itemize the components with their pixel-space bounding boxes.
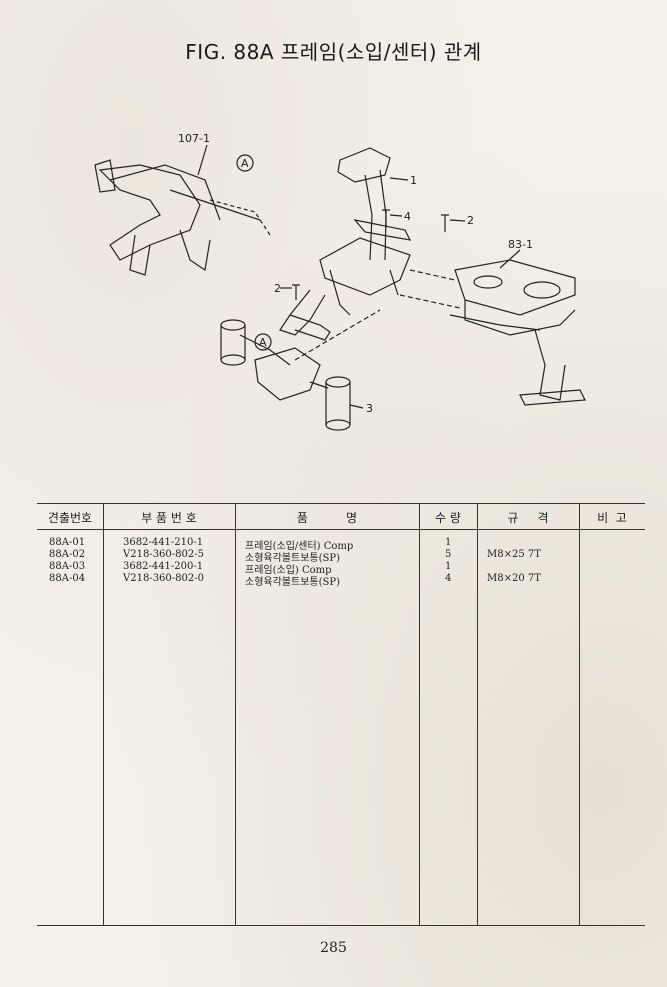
cell-part-no: 3682-441-200-1 bbox=[123, 561, 204, 572]
cell-name: 프레임(소입/센터) Comp bbox=[245, 541, 354, 552]
cell-qty: 4 bbox=[445, 573, 452, 584]
callout-1: 1 bbox=[410, 174, 417, 187]
page-number: 285 bbox=[320, 940, 347, 956]
cell-ref: 88A-02 bbox=[49, 549, 86, 560]
cell-spec: M8×25 7T bbox=[487, 549, 541, 560]
cell-name: 프레임(소입) Comp bbox=[245, 565, 332, 576]
cell-name: 소형육각볼트보통(SP) bbox=[245, 577, 340, 588]
table-bottom-rule bbox=[37, 925, 645, 926]
bolts bbox=[292, 209, 449, 300]
header-part-no: 부 품 번 호 bbox=[141, 511, 197, 525]
col-divider bbox=[103, 503, 104, 925]
callout-83-1: 83-1 bbox=[508, 238, 533, 251]
callout-2-right: 2 bbox=[467, 214, 474, 227]
cell-ref: 88A-04 bbox=[49, 573, 86, 584]
table-row: 88A-04 V218-360-802-0 소형육각볼트보통(SP) 4 M8×… bbox=[37, 573, 645, 588]
col-divider bbox=[235, 503, 236, 925]
header-name: 품 명 bbox=[296, 511, 358, 525]
cell-qty: 1 bbox=[445, 537, 452, 548]
cell-part-no: 3682-441-210-1 bbox=[123, 537, 204, 548]
center-frame-1 bbox=[279, 147, 412, 341]
cell-name: 소형육각볼트보통(SP) bbox=[245, 553, 340, 564]
header-remark: 비 고 bbox=[597, 511, 627, 525]
header-qty: 수 량 bbox=[435, 511, 461, 525]
table-row: 88A-03 3682-441-200-1 프레임(소입) Comp 1 bbox=[37, 561, 645, 576]
callout-107-1: 107-1 bbox=[178, 132, 210, 145]
lower-frame-3 bbox=[220, 309, 381, 431]
callout-4: 4 bbox=[404, 210, 411, 223]
marker-a-bottom: A bbox=[259, 336, 267, 349]
header-spec: 규 격 bbox=[507, 511, 549, 525]
callout-2-left: 2 bbox=[274, 282, 281, 295]
parts-diagram: 107-1 1 4 2 2 3 83-1 A A bbox=[94, 132, 586, 431]
cell-ref: 88A-03 bbox=[49, 561, 86, 572]
cell-part-no: V218-360-802-5 bbox=[123, 549, 204, 560]
cell-part-no: V218-360-802-0 bbox=[123, 573, 204, 584]
marker-a-top: A bbox=[241, 157, 249, 170]
cell-ref: 88A-01 bbox=[49, 537, 86, 548]
callout-3: 3 bbox=[366, 402, 373, 415]
col-divider bbox=[579, 503, 580, 925]
cell-spec: M8×20 7T bbox=[487, 573, 541, 584]
figure-title: FIG. 88A 프레임(소입/센터) 관계 bbox=[185, 40, 482, 64]
parts-table: 견출번호 부 품 번 호 품 명 수 량 규 격 비 고 88A-01 3682… bbox=[37, 503, 645, 928]
table-row: 88A-01 3682-441-210-1 프레임(소입/센터) Comp 1 bbox=[37, 537, 645, 552]
table-row: 88A-02 V218-360-802-5 소형육각볼트보통(SP) 5 M8×… bbox=[37, 549, 645, 564]
frame-assembly-107-1 bbox=[94, 159, 271, 276]
seat-support-83-1 bbox=[399, 259, 586, 406]
col-divider bbox=[419, 503, 420, 925]
cell-qty: 1 bbox=[445, 561, 452, 572]
col-divider bbox=[477, 503, 478, 925]
table-header-rule bbox=[37, 529, 645, 530]
cell-qty: 5 bbox=[445, 549, 452, 560]
table-top-rule bbox=[37, 503, 645, 504]
header-ref: 견출번호 bbox=[47, 511, 93, 525]
